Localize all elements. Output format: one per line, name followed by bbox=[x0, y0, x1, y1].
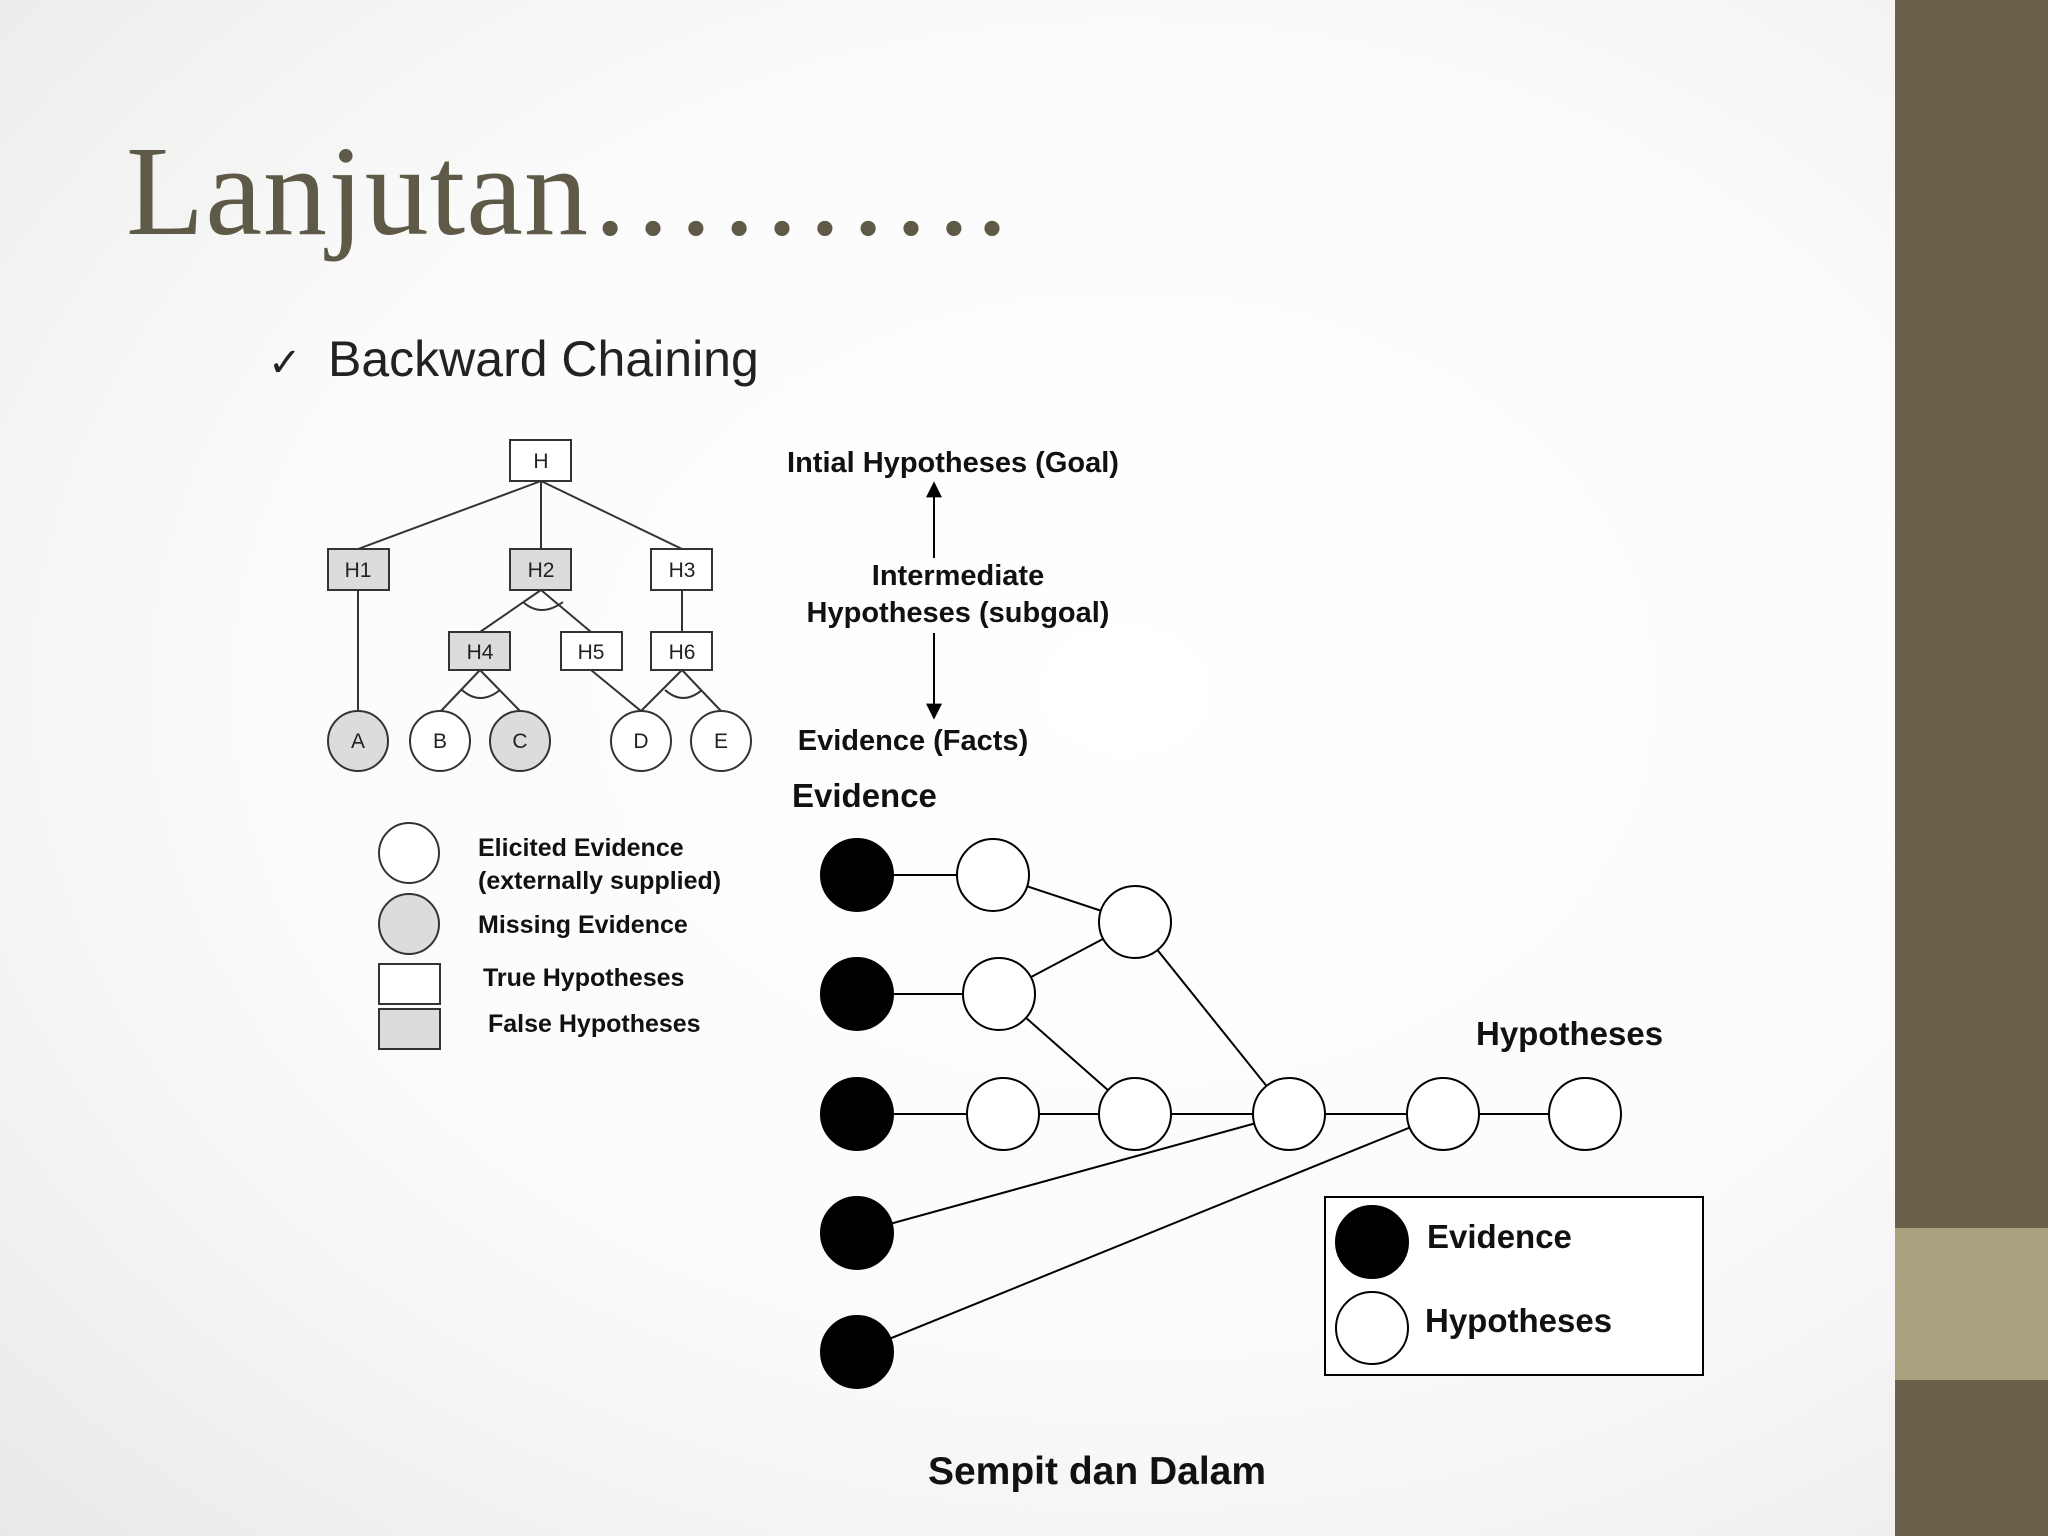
edge-h6-d bbox=[640, 669, 683, 712]
tree-nodes bbox=[327, 439, 752, 772]
label-h3: H3 bbox=[669, 559, 696, 582]
edge-h4-h6 bbox=[1134, 921, 1290, 1115]
node-c bbox=[489, 710, 551, 772]
node-b bbox=[409, 710, 471, 772]
evidence-node-2 bbox=[820, 957, 894, 1031]
tree-legend: Elicited Evidence (externally supplied) … bbox=[378, 822, 721, 1050]
evidence-node-3 bbox=[820, 1077, 894, 1151]
legend-hypotheses-text: Hypotheses bbox=[1425, 1302, 1612, 1339]
evidence-node-1 bbox=[820, 838, 894, 912]
hypothesis-node-8 bbox=[1548, 1077, 1622, 1151]
legend-missing-icon bbox=[378, 893, 440, 955]
node-a bbox=[327, 710, 389, 772]
and-arc-h4 bbox=[461, 689, 501, 699]
hypothesis-node-2 bbox=[962, 957, 1036, 1031]
label-a: A bbox=[351, 730, 365, 753]
hypothesis-node-3 bbox=[966, 1077, 1040, 1151]
node-h3 bbox=[650, 548, 713, 591]
hypothesis-node-5 bbox=[1098, 1077, 1172, 1151]
edge-h-h3 bbox=[540, 480, 683, 550]
subgoal-label-line1: Intermediate bbox=[872, 560, 1044, 592]
label-c: C bbox=[512, 730, 527, 753]
goal-label: Intial Hypotheses (Goal) bbox=[787, 447, 1119, 479]
edge-e4-h6 bbox=[856, 1113, 1290, 1234]
node-h2 bbox=[509, 548, 572, 591]
and-arc-h2 bbox=[522, 601, 564, 611]
subgoal-label-line2: Hypotheses (subgoal) bbox=[807, 597, 1110, 629]
node-h5 bbox=[560, 631, 623, 671]
sidebar-accent bbox=[1895, 1228, 2048, 1380]
legend-evidence-text: Evidence bbox=[1427, 1218, 1572, 1255]
legend-true: True Hypotheses bbox=[483, 964, 684, 992]
edge-h4-b bbox=[440, 669, 481, 712]
label-h1: H1 bbox=[345, 559, 372, 582]
tree-level-descriptions: Intial Hypotheses (Goal) Intermediate Hy… bbox=[787, 447, 1119, 757]
label-e: E bbox=[714, 730, 728, 753]
node-h6 bbox=[650, 631, 713, 671]
legend-hypotheses-icon bbox=[1335, 1291, 1409, 1365]
label-h6: H6 bbox=[669, 641, 696, 664]
network-caption: Sempit dan Dalam bbox=[928, 1450, 1266, 1493]
legend-elicited-line1: Elicited Evidence bbox=[478, 834, 684, 862]
network-evidence-label: Evidence bbox=[792, 777, 937, 814]
facts-label: Evidence (Facts) bbox=[798, 725, 1028, 757]
network-hypotheses-label: Hypotheses bbox=[1476, 1015, 1663, 1052]
edge-h2-h5 bbox=[540, 589, 592, 633]
node-h bbox=[509, 439, 572, 482]
legend-elicited-icon bbox=[378, 822, 440, 884]
slide-title: Lanjutan………. bbox=[126, 120, 1009, 262]
bullet-text: Backward Chaining bbox=[328, 331, 759, 387]
legend-true-icon bbox=[378, 963, 441, 1005]
checkmark-icon: ✓ bbox=[268, 340, 302, 386]
network-legend: Evidence Hypotheses bbox=[1324, 1196, 1704, 1376]
label-h2: H2 bbox=[528, 559, 555, 582]
legend-evidence-icon bbox=[1335, 1205, 1409, 1279]
legend-false-icon bbox=[378, 1008, 441, 1050]
tree-node-labels: H H1 H2 H3 H4 H5 H6 A B C D E bbox=[345, 450, 728, 753]
label-b: B bbox=[433, 730, 447, 753]
legend-elicited-line2: (externally supplied) bbox=[478, 867, 721, 895]
hypothesis-node-7 bbox=[1406, 1077, 1480, 1151]
label-d: D bbox=[633, 730, 648, 753]
hypothesis-node-6 bbox=[1252, 1077, 1326, 1151]
node-d bbox=[610, 710, 672, 772]
hypothesis-node-4 bbox=[1098, 885, 1172, 959]
and-arc-h6 bbox=[664, 689, 703, 699]
edge-h5-d bbox=[590, 669, 642, 712]
label-h: H bbox=[533, 450, 548, 473]
edge-h2-h4 bbox=[479, 589, 542, 633]
bullet-item: ✓ Backward Chaining bbox=[268, 330, 759, 388]
hypothesis-node-1 bbox=[956, 838, 1030, 912]
label-h4: H4 bbox=[467, 641, 494, 664]
edge-h-h1 bbox=[357, 480, 542, 550]
node-e bbox=[690, 710, 752, 772]
legend-missing: Missing Evidence bbox=[478, 911, 688, 939]
node-h4 bbox=[448, 631, 511, 671]
node-h1 bbox=[327, 548, 390, 591]
backward-chaining-tree bbox=[357, 480, 722, 712]
evidence-node-5 bbox=[820, 1315, 894, 1389]
network-nodes bbox=[820, 838, 1622, 1389]
edge-e5-h7 bbox=[856, 1113, 1444, 1353]
legend-false: False Hypotheses bbox=[488, 1010, 701, 1038]
label-h5: H5 bbox=[578, 641, 605, 664]
evidence-node-4 bbox=[820, 1196, 894, 1270]
